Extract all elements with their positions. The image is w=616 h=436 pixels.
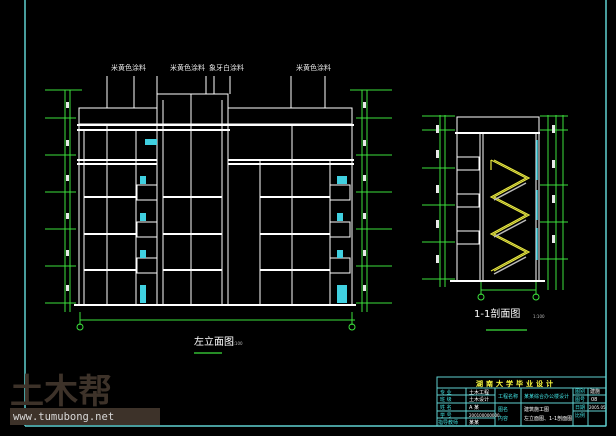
elevation-dimension-right	[350, 89, 392, 312]
svg-text:指导教师: 指导教师	[438, 419, 458, 426]
watermark: 土木帮 www.tumubong.net	[10, 372, 160, 425]
watermark-logo: 土木帮	[10, 372, 112, 412]
svg-text:图名: 图名	[498, 406, 508, 413]
svg-text:图别: 图别	[575, 388, 585, 395]
svg-text:A 某: A 某	[469, 405, 479, 411]
section-structure	[450, 116, 545, 282]
level-markers	[66, 102, 366, 291]
svg-text:某某: 某某	[469, 420, 479, 426]
floor-bands	[74, 124, 356, 306]
section-wall-marks	[436, 125, 555, 263]
stair-flights	[489, 159, 531, 272]
svg-text:土木设计: 土木设计	[469, 396, 489, 403]
svg-text:姓 名: 姓 名	[440, 404, 452, 411]
svg-text:内容: 内容	[498, 415, 508, 422]
svg-text:工程名称: 工程名称	[498, 393, 518, 400]
watermark-url: www.tumubong.net	[13, 411, 114, 423]
svg-text:土木工程: 土木工程	[469, 389, 489, 396]
section-dimensions	[422, 115, 568, 301]
stair-cut	[493, 182, 527, 275]
material-label: 象牙白涂料	[209, 63, 244, 72]
svg-text:200100000000: 200100000000	[469, 413, 500, 418]
svg-text:2005.05: 2005.05	[589, 405, 606, 410]
svg-text:建筑施工图: 建筑施工图	[524, 406, 549, 413]
elevation-title: 左立面图	[194, 335, 234, 348]
svg-text:比例: 比例	[575, 412, 585, 419]
svg-text:图号: 图号	[575, 397, 585, 403]
material-label: 米黄色涂料	[111, 63, 146, 72]
stair-boxes	[136, 184, 351, 274]
title-block: 湖南大学毕业设计 专 业 土木工程 班 级 土木设计 姓 名 A 某 学 号 2…	[436, 376, 607, 427]
svg-text:某某综合办公楼设计: 某某综合办公楼设计	[524, 393, 569, 400]
svg-text:日期: 日期	[575, 405, 585, 411]
section-title: 1-1剖面图	[474, 307, 520, 320]
svg-text:08: 08	[591, 397, 597, 403]
glass-windows	[140, 139, 347, 303]
material-label: 米黄色涂料	[170, 63, 205, 72]
svg-text:建施: 建施	[590, 388, 600, 395]
section-scale: 1:100	[533, 314, 545, 319]
elevation-scale: 1:100	[231, 341, 243, 346]
title-block-header: 湖南大学毕业设计	[476, 379, 556, 388]
svg-text:左立面图、1-1剖面图: 左立面图、1-1剖面图	[524, 415, 572, 422]
svg-text:专 业: 专 业	[440, 389, 452, 396]
elevation-dimension-left	[45, 89, 356, 331]
svg-text:学 号: 学 号	[440, 412, 452, 419]
left-elevation: 米黄色涂料 米黄色涂料 象牙白涂料 米黄色涂料 左立面图 1:100	[45, 63, 392, 354]
svg-text:班 级: 班 级	[440, 396, 452, 403]
section-1-1: 1-1剖面图 1:100	[422, 115, 568, 331]
material-label: 米黄色涂料	[296, 63, 331, 72]
